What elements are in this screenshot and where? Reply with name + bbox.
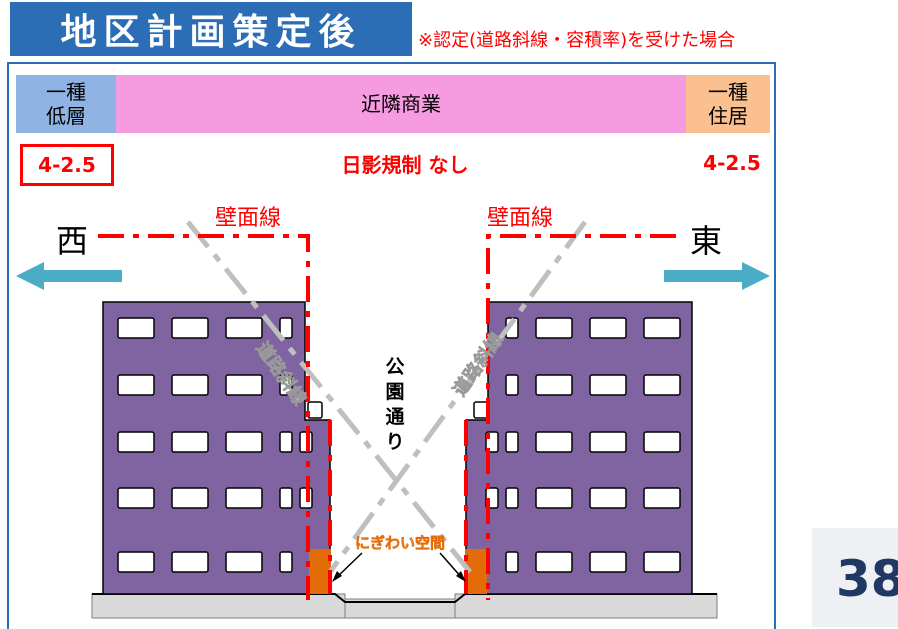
window (535, 374, 573, 396)
west-arrow (16, 262, 122, 290)
window (117, 431, 155, 453)
window (589, 374, 627, 396)
direction-west: 西 (56, 222, 89, 260)
plaza-pointer-west (335, 552, 363, 579)
direction-east: 東 (690, 222, 723, 260)
plaza-pointer-west-head (332, 571, 342, 582)
window (117, 317, 155, 339)
window (589, 551, 627, 573)
window (589, 431, 627, 453)
window (279, 317, 293, 339)
window (307, 401, 323, 419)
window (225, 374, 263, 396)
window (117, 374, 155, 396)
window (505, 374, 519, 396)
zone-center-label: 近隣商業 (116, 75, 686, 133)
zone-center-text: 近隣商業 (361, 92, 441, 116)
east-arrow (664, 262, 770, 290)
wall-line-east (486, 234, 676, 600)
shadow-regulation: 日影規制 なし (341, 152, 469, 177)
window (535, 551, 573, 573)
windows-east (473, 317, 681, 573)
window (535, 431, 573, 453)
wall-line-label-east: 壁面線 (484, 200, 557, 232)
window (279, 431, 293, 453)
wall-line-label-west: 壁面線 (212, 200, 285, 232)
window (505, 551, 519, 573)
wall-line-west (98, 234, 310, 600)
floor-area-east: 4-2.5 (703, 151, 761, 175)
zone-west-text: 一種 低層 (46, 80, 86, 128)
plaza-pointer-east-head (456, 571, 466, 582)
ground-right (454, 593, 718, 619)
window (505, 487, 519, 509)
window (171, 317, 209, 339)
zone-east-text: 一種 住居 (708, 80, 748, 128)
window (171, 374, 209, 396)
window (225, 551, 263, 573)
page-title: 地区計画策定後 (10, 2, 412, 56)
window (589, 317, 627, 339)
window (643, 374, 681, 396)
certification-note: ※認定(道路斜線・容積率)を受けた場合 (418, 30, 736, 51)
plaza-west (309, 549, 331, 594)
window (171, 551, 209, 573)
window (117, 551, 155, 573)
road-surface (344, 598, 456, 619)
window (279, 551, 293, 573)
window (279, 487, 293, 509)
window (117, 487, 155, 509)
window (643, 551, 681, 573)
zone-east-label: 一種 住居 (686, 75, 770, 133)
windows-west (117, 317, 323, 573)
road-slope-line-west (186, 220, 472, 574)
window (171, 487, 209, 509)
road-slope-line-east (327, 220, 588, 574)
plaza-label: にぎわい空間 (354, 534, 446, 553)
window (225, 487, 263, 509)
window (171, 431, 209, 453)
window (225, 431, 263, 453)
zone-west-label: 一種 低層 (16, 75, 116, 133)
window (505, 431, 519, 453)
window (225, 317, 263, 339)
window (535, 317, 573, 339)
window (279, 374, 293, 396)
floor-area-west: 4-2.5 (20, 144, 114, 186)
window (589, 487, 627, 509)
street-label: 公園通り (385, 356, 405, 453)
window (643, 487, 681, 509)
plaza-east (465, 549, 487, 594)
window (643, 431, 681, 453)
window (535, 487, 573, 509)
window (643, 317, 681, 339)
window (473, 401, 489, 419)
page-number: 38 (812, 528, 898, 627)
